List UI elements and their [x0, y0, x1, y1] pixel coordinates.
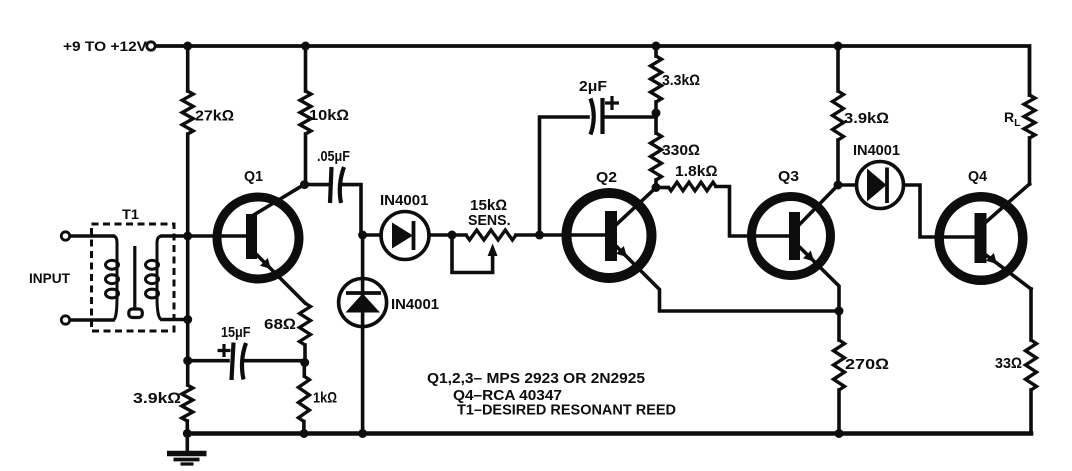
- svg-text:270Ω: 270Ω: [845, 356, 889, 373]
- svg-text:Q1,2,3– MPS 2923 OR 2N2925: Q1,2,3– MPS 2923 OR 2N2925: [427, 371, 645, 387]
- svg-text:Q4–RCA 40347: Q4–RCA 40347: [453, 388, 562, 404]
- svg-text:.05μF: .05μF: [317, 148, 350, 165]
- svg-text:330Ω: 330Ω: [662, 142, 700, 159]
- svg-text:3.9kΩ: 3.9kΩ: [844, 110, 889, 127]
- svg-text:T1–DESIRED RESONANT REED: T1–DESIRED RESONANT REED: [457, 403, 676, 419]
- svg-text:2μF: 2μF: [579, 78, 607, 95]
- svg-text:33Ω: 33Ω: [995, 355, 1022, 372]
- svg-text:SENS.: SENS.: [468, 212, 511, 229]
- svg-text:15kΩ: 15kΩ: [470, 197, 507, 214]
- svg-text:10kΩ: 10kΩ: [309, 107, 349, 124]
- svg-text:IN4001: IN4001: [380, 192, 429, 209]
- svg-text:+9 TO +12V: +9 TO +12V: [63, 38, 148, 54]
- svg-text:IN4001: IN4001: [391, 296, 439, 313]
- svg-text:INPUT: INPUT: [29, 270, 70, 286]
- svg-text:1.8kΩ: 1.8kΩ: [675, 163, 718, 180]
- svg-text:T1: T1: [122, 206, 139, 222]
- svg-text:68Ω: 68Ω: [264, 316, 296, 333]
- svg-text:27kΩ: 27kΩ: [195, 108, 234, 125]
- svg-text:1kΩ: 1kΩ: [313, 390, 337, 407]
- svg-text:15μF: 15μF: [221, 324, 251, 341]
- svg-text:Q2: Q2: [596, 169, 617, 186]
- svg-text:3.9kΩ: 3.9kΩ: [133, 390, 181, 407]
- svg-text:Q3: Q3: [778, 168, 799, 185]
- svg-text:Q4: Q4: [968, 168, 988, 185]
- svg-text:3.3kΩ: 3.3kΩ: [662, 72, 700, 89]
- svg-text:IN4001: IN4001: [853, 142, 900, 159]
- svg-text:Q1: Q1: [244, 168, 263, 185]
